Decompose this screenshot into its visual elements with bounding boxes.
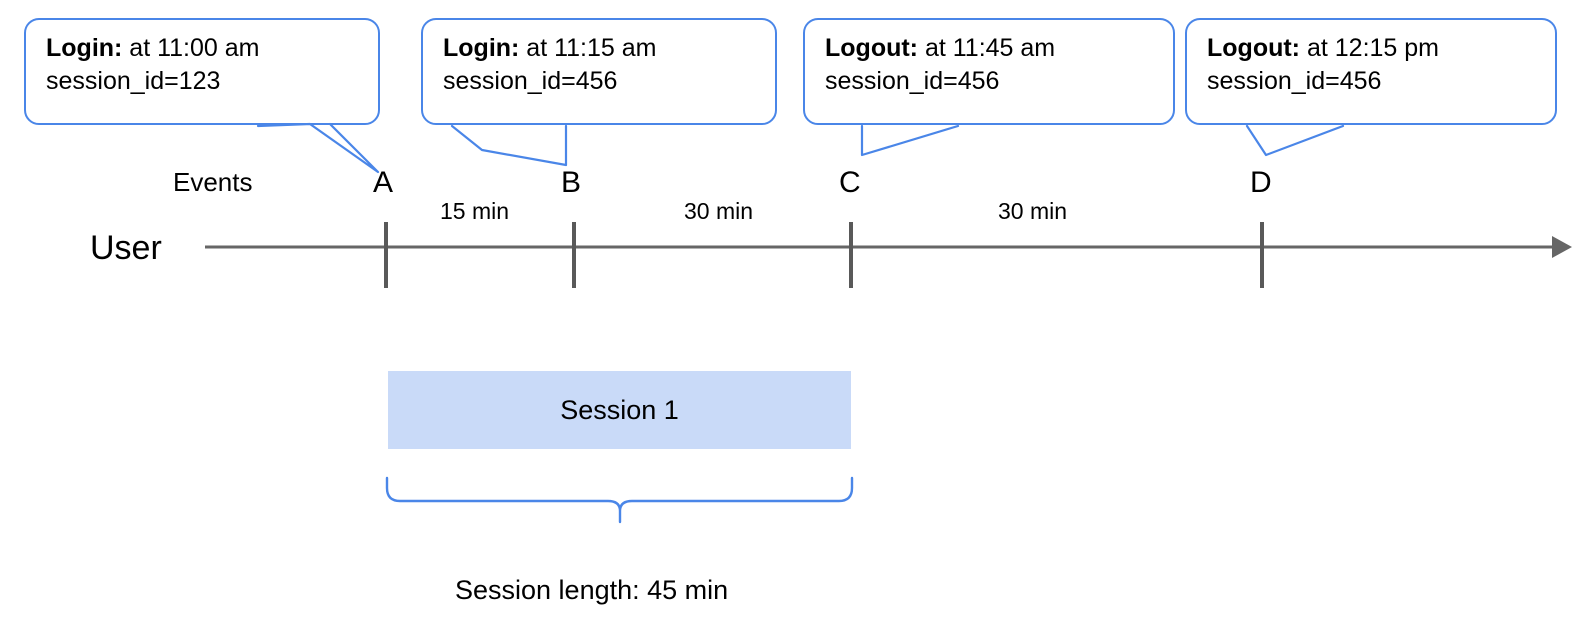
callout-d-tail xyxy=(1245,124,1345,157)
callout-c-time: at 11:45 am xyxy=(918,34,1056,62)
event-label-a: A xyxy=(373,166,394,199)
callout-c-event-label: Logout: xyxy=(825,34,919,62)
session-bar-label: Session 1 xyxy=(560,394,679,425)
callout-c-tail xyxy=(860,124,960,157)
callout-b-session-id: session_id=456 xyxy=(443,67,618,95)
callout-b-line1: Login: at 11:15 am xyxy=(443,32,757,65)
callout-a-time: at 11:00 am xyxy=(122,34,260,62)
callout-d-time: at 12:15 pm xyxy=(1300,34,1439,62)
callout-d-event-label: Logout: xyxy=(1207,34,1301,62)
callout-bubble-d: Logout: at 12:15 pm session_id=456 xyxy=(1185,18,1557,125)
callout-a-line1: Login: at 11:00 am xyxy=(46,32,360,65)
event-label-d: D xyxy=(1250,166,1272,199)
callout-b-tail xyxy=(450,124,568,167)
callout-c-session-id: session_id=456 xyxy=(825,67,1000,95)
callout-b-event-label: Login: xyxy=(443,34,520,62)
duration-label-bc: 30 min xyxy=(684,198,754,224)
session-bar-session-1: Session 1 xyxy=(388,371,851,449)
event-label-c: C xyxy=(839,166,861,199)
callout-c-line1: Logout: at 11:45 am xyxy=(825,32,1155,65)
duration-label-cd: 30 min xyxy=(998,198,1068,224)
event-label-b: B xyxy=(561,166,582,199)
callout-a-event-label: Login: xyxy=(46,34,123,62)
timeline-arrowhead xyxy=(1552,236,1572,258)
callout-bubble-c: Logout: at 11:45 am session_id=456 xyxy=(803,18,1175,125)
callout-a-session-id: session_id=123 xyxy=(46,67,221,95)
lane-label-events: Events xyxy=(173,167,253,197)
duration-label-ab: 15 min xyxy=(440,198,510,224)
session-length-caption: Session length: 45 min xyxy=(455,575,729,605)
lane-label-user: User xyxy=(90,229,162,267)
callout-d-line1: Logout: at 12:15 pm xyxy=(1207,32,1537,65)
session-span-brace xyxy=(385,476,854,524)
callout-bubble-a: Login: at 11:00 am session_id=123 xyxy=(24,18,380,125)
callout-b-time: at 11:15 am xyxy=(519,34,657,62)
callout-bubble-b: Login: at 11:15 am session_id=456 xyxy=(421,18,777,125)
callout-d-session-id: session_id=456 xyxy=(1207,67,1382,95)
callout-a-tail xyxy=(256,122,380,174)
